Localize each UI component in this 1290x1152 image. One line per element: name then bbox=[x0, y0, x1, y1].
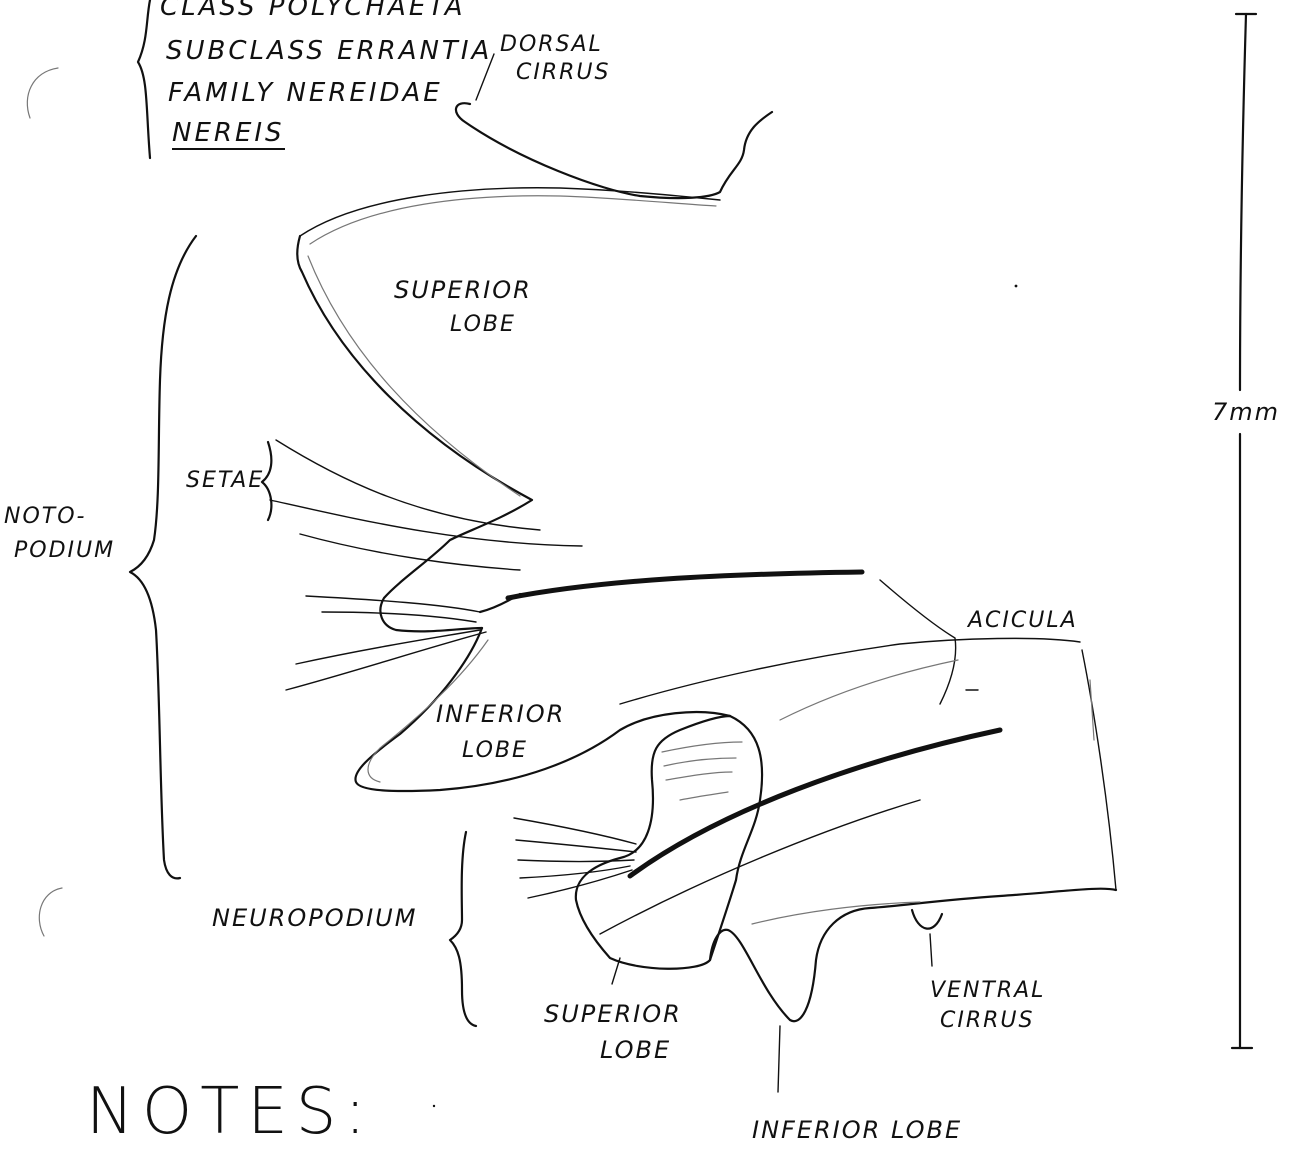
stray-dot-2 bbox=[433, 1105, 435, 1107]
notopodium-acicula bbox=[508, 572, 862, 598]
body-top-line bbox=[300, 188, 720, 236]
scale-label: 7mm bbox=[1212, 400, 1280, 424]
label-acicula: ACICULA bbox=[968, 610, 1078, 632]
label-neuropodium-superior-lobe-1: SUPERIOR bbox=[544, 1002, 682, 1026]
label-ventral-cirrus-2: CIRRUS bbox=[940, 1010, 1035, 1032]
label-notopodium-inferior-lobe-2: LOBE bbox=[462, 740, 528, 762]
label-neuropodium-inferior-lobe: INFERIOR LOBE bbox=[752, 1118, 962, 1142]
body-top-line-inner bbox=[310, 196, 716, 244]
punch-hole-top bbox=[27, 68, 58, 118]
scale-bar bbox=[1232, 14, 1256, 1048]
label-notopodium-superior-lobe-2: LOBE bbox=[450, 314, 516, 336]
neuropodium-superior-lobe-leader bbox=[612, 958, 620, 984]
label-notopodium-1: NOTO- bbox=[4, 506, 86, 528]
notopodium-setae bbox=[270, 440, 582, 690]
label-notopodium-inferior-lobe-1: INFERIOR bbox=[436, 702, 565, 726]
dorsal-cirrus-outline bbox=[456, 103, 772, 198]
taxonomy-brace bbox=[138, 0, 150, 158]
neuropodium-superior-lobe-hatching bbox=[662, 742, 742, 800]
label-setae: SETAE bbox=[186, 470, 264, 492]
label-ventral-cirrus-1: VENTRAL bbox=[930, 980, 1045, 1002]
neuropodium-inferior-lobe-leader bbox=[778, 1026, 780, 1092]
ventral-cirrus-leader bbox=[930, 934, 932, 966]
label-dorsal-cirrus-1: DORSAL bbox=[500, 34, 603, 56]
label-dorsal-cirrus-2: CIRRUS bbox=[516, 62, 611, 84]
ventral-cirrus-outline bbox=[912, 910, 942, 929]
neuropodium-brace bbox=[450, 832, 476, 1026]
neuropodium-acicula-shadow bbox=[600, 800, 920, 934]
label-neuropodium-superior-lobe-2: LOBE bbox=[600, 1038, 671, 1062]
body-mid-line bbox=[780, 660, 958, 720]
label-notopodium-2: PODIUM bbox=[14, 540, 115, 562]
taxonomy-class: CLASS POLYCHAETA bbox=[160, 0, 466, 20]
label-neuropodium: NEUROPODIUM bbox=[212, 906, 417, 930]
neuropodium-inferior-lobe-outline bbox=[710, 889, 1116, 1022]
stray-dot bbox=[1015, 285, 1018, 288]
body-right-edge bbox=[1082, 650, 1116, 890]
notes-heading: NOTES: bbox=[86, 1080, 374, 1144]
punch-hole-bottom bbox=[39, 888, 62, 936]
label-notopodium-superior-lobe-1: SUPERIOR bbox=[394, 278, 532, 302]
taxonomy-family: FAMILY NEREIDAE bbox=[168, 80, 443, 106]
neuropodium-acicula bbox=[630, 730, 1000, 876]
neuropodium-superior-lobe-outline bbox=[576, 716, 762, 969]
notopodium-brace bbox=[130, 236, 196, 878]
taxonomy-genus: NEREIS bbox=[172, 120, 285, 150]
body-back-line bbox=[620, 638, 1080, 704]
taxonomy-subclass: SUBCLASS ERRANTIA bbox=[166, 38, 492, 64]
notopodium-acicula-tip bbox=[480, 594, 520, 612]
